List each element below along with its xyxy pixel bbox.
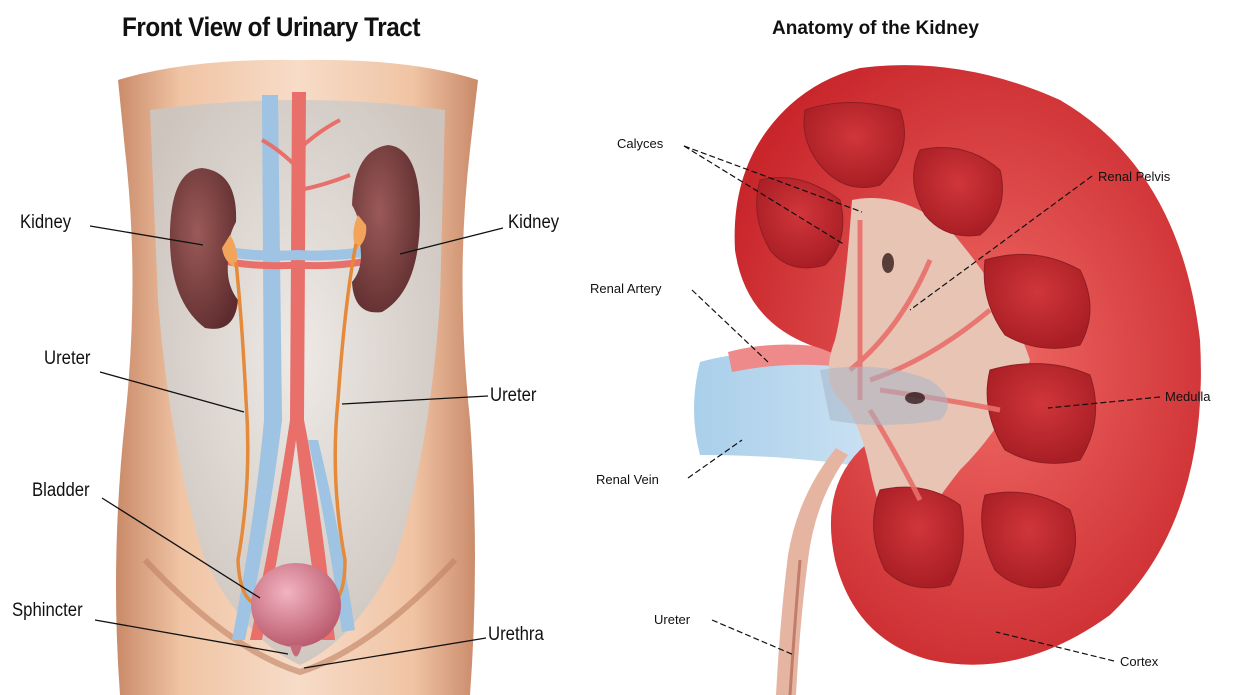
label-ureter-kidney: Ureter bbox=[654, 612, 690, 627]
label-renal-artery: Renal Artery bbox=[590, 281, 662, 296]
label-cortex: Cortex bbox=[1120, 654, 1158, 669]
label-calyces: Calyces bbox=[617, 136, 663, 151]
label-kidney-right: Kidney bbox=[508, 212, 559, 234]
label-urethra: Urethra bbox=[488, 624, 544, 646]
label-sphincter: Sphincter bbox=[12, 600, 83, 622]
label-renal-vein: Renal Vein bbox=[596, 472, 659, 487]
label-medulla: Medulla bbox=[1165, 389, 1211, 404]
label-ureter-right: Ureter bbox=[490, 385, 536, 407]
ureter-tube bbox=[776, 448, 848, 695]
label-ureter-left: Ureter bbox=[44, 348, 90, 370]
label-bladder: Bladder bbox=[32, 480, 90, 502]
label-renal-pelvis: Renal Pelvis bbox=[1098, 169, 1170, 184]
left-panel-title: Front View of Urinary Tract bbox=[122, 12, 420, 43]
label-kidney-left: Kidney bbox=[20, 212, 71, 234]
right-panel-title: Anatomy of the Kidney bbox=[772, 18, 979, 40]
